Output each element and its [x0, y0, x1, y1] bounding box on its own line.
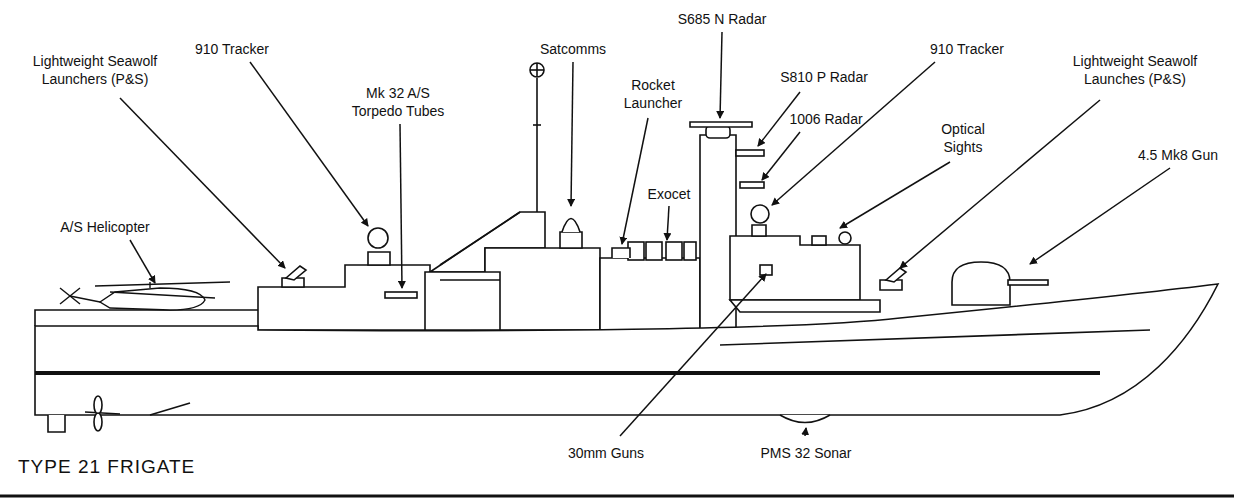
- diagram-title: TYPE 21 FRIGATE: [18, 456, 195, 478]
- part-label: 4.5 Mk8 Gun: [1138, 146, 1218, 164]
- part-label: Satcomms: [540, 40, 606, 58]
- part-label: A/S Helicopter: [60, 218, 149, 236]
- part-label: 30mm Guns: [568, 444, 644, 462]
- part-label: S810 P Radar: [780, 68, 868, 86]
- part-label: Mk 32 A/S Torpedo Tubes: [343, 84, 453, 120]
- part-label: Rocket Launcher: [616, 76, 691, 112]
- part-label: Lightweight Seawolf Launches (P&S): [1058, 52, 1213, 88]
- part-label: PMS 32 Sonar: [760, 444, 851, 462]
- part-label: Optical Sights: [931, 120, 996, 156]
- part-label: 910 Tracker: [195, 40, 269, 58]
- part-label: Exocet: [648, 185, 691, 203]
- part-label: S685 N Radar: [678, 10, 767, 28]
- part-label: 1006 Radar: [789, 110, 862, 128]
- part-label: Lightweight Seawolf Launchers (P&S): [20, 52, 170, 88]
- part-label: 910 Tracker: [930, 40, 1004, 58]
